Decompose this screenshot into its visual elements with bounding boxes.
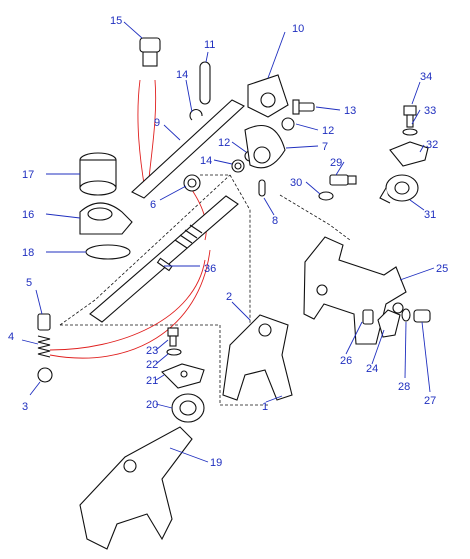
red-linkage-lines: [49, 79, 211, 359]
part-bolt-28: [413, 309, 431, 323]
callout-22: 21: [146, 375, 158, 387]
callout-2: 2: [226, 291, 232, 303]
part-plunger: [37, 313, 51, 331]
part-bolt-27: [362, 309, 374, 325]
callout-1: 1: [262, 401, 268, 413]
callout-7: 7: [322, 141, 328, 153]
part-fork-boss: [247, 74, 289, 118]
callout-35: 34: [420, 71, 432, 83]
callout-30: 29: [330, 157, 342, 169]
part-key: [199, 61, 211, 105]
part-bolt-35: [403, 105, 417, 128]
part-washer-23: [166, 348, 182, 356]
part-clamp: [79, 202, 133, 235]
callout-23: 22: [146, 359, 158, 371]
part-bolt-24: [167, 327, 179, 347]
part-clip: [189, 109, 203, 121]
callout-4: 4: [8, 331, 14, 343]
part-ring: [85, 244, 131, 260]
part-collar-32: [379, 174, 419, 204]
part-block-22: [161, 363, 205, 389]
callout-14: 14: [200, 155, 212, 167]
part-splined-shaft: [89, 195, 239, 323]
part-plug-bolt: [139, 37, 161, 67]
callout-17: 15: [110, 15, 122, 27]
part-collar-21: [171, 393, 205, 423]
callout-25: 24: [366, 363, 378, 375]
callout-26: 25: [436, 263, 448, 275]
callout-9: 9: [154, 117, 160, 129]
part-washer-34: [402, 128, 418, 136]
callout-31: 30: [290, 177, 302, 189]
callout-13: 13: [344, 105, 356, 117]
part-washer-12a: [281, 117, 295, 131]
part-block-33: [389, 141, 429, 167]
callout-labels: 15 11 14 9 10 13 12 7 12 14 8 6 17 16 18…: [8, 15, 448, 469]
callout-3: 3: [22, 401, 28, 413]
part-washer-29: [401, 308, 411, 322]
callout-36: 36: [204, 263, 216, 275]
callout-32: 31: [424, 209, 436, 221]
callout-11: 11: [204, 39, 215, 51]
callout-33: 32: [426, 139, 438, 151]
callout-27: 26: [340, 355, 352, 367]
part-large-fork: [79, 426, 193, 550]
callout-34: 33: [424, 105, 436, 117]
callout-5: 5: [26, 277, 32, 289]
callout-12a: 12: [322, 125, 334, 137]
callout-28: 27: [424, 395, 436, 407]
part-ball: [37, 367, 53, 383]
part-bolt-13: [292, 99, 315, 115]
callout-16: 16: [22, 209, 34, 221]
part-circlip: [183, 174, 201, 192]
callout-12b: 12: [218, 137, 230, 149]
callout-6: 6: [150, 199, 156, 211]
callout-24: 23: [146, 345, 158, 357]
callout-8: 8: [272, 215, 278, 227]
part-split-collar: [244, 125, 286, 169]
callout-20: 19: [210, 457, 222, 469]
part-nut-14: [231, 159, 245, 173]
part-gear-fork-2: [222, 314, 293, 401]
part-selector-shaft: [131, 99, 245, 199]
part-pin-8: [258, 179, 266, 197]
callout-29: 28: [398, 381, 410, 393]
part-bolt-30: [329, 174, 357, 186]
part-spring: [37, 335, 51, 358]
leader-lines: [21, 21, 435, 463]
callout-18: 17: [22, 169, 34, 181]
callout-21: 20: [146, 399, 158, 411]
part-bush: [79, 152, 117, 196]
callout-19: 18: [22, 247, 34, 259]
part-washer-31: [318, 191, 334, 201]
callout-10: 10: [292, 23, 304, 35]
callout-15: 14: [176, 69, 188, 81]
